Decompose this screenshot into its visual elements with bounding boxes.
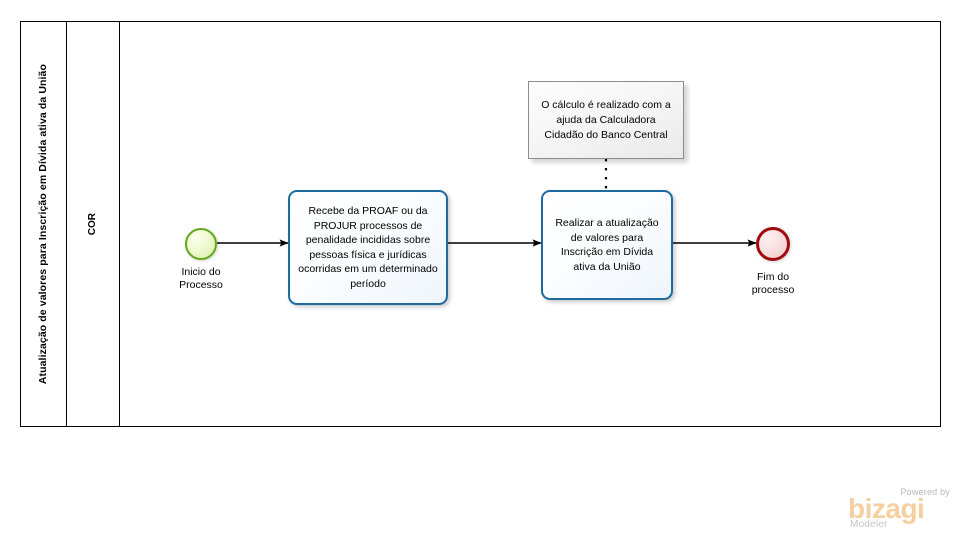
bizagi-edition-label: Modeler (850, 519, 888, 530)
lane-header[interactable]: COR (67, 22, 120, 426)
task-recebe-proaf-projur[interactable]: Recebe da PROAF ou da PROJUR processos d… (288, 190, 448, 305)
bizagi-wordmark: bizagi (848, 493, 925, 524)
bizagi-powered-by-text: Powered by (900, 487, 950, 497)
lane-body: Inicio do Processo Recebe da PROAF ou da… (120, 22, 942, 426)
task-realizar-atualizacao[interactable]: Realizar a atualização de valores para I… (541, 190, 673, 300)
text-annotation-label: O cálculo é realizado com a ajuda da Cal… (541, 98, 671, 141)
task-2-label: Realizar a atualização de valores para I… (555, 217, 659, 273)
task-1-label: Recebe da PROAF ou da PROJUR processos d… (298, 205, 438, 290)
end-event-label: Fim do processo (751, 271, 795, 296)
bpmn-pool[interactable]: Atualização de valores para Inscrição em… (20, 21, 941, 427)
lane-title: COR (87, 212, 98, 236)
bpmn-lane[interactable]: COR Inicio do Processo Recebe da PROAF o… (67, 22, 942, 426)
bizagi-logo: Powered by bizagi Modeler (848, 487, 952, 533)
text-annotation-box[interactable]: O cálculo é realizado com a ajuda da Cal… (528, 81, 684, 159)
start-event-circle[interactable] (185, 228, 217, 260)
start-event-label: Inicio do Processo (179, 266, 223, 291)
pool-header[interactable]: Atualização de valores para Inscrição em… (21, 22, 67, 426)
pool-title: Atualização de valores para Inscrição em… (37, 63, 50, 385)
end-event-circle[interactable] (756, 227, 790, 261)
